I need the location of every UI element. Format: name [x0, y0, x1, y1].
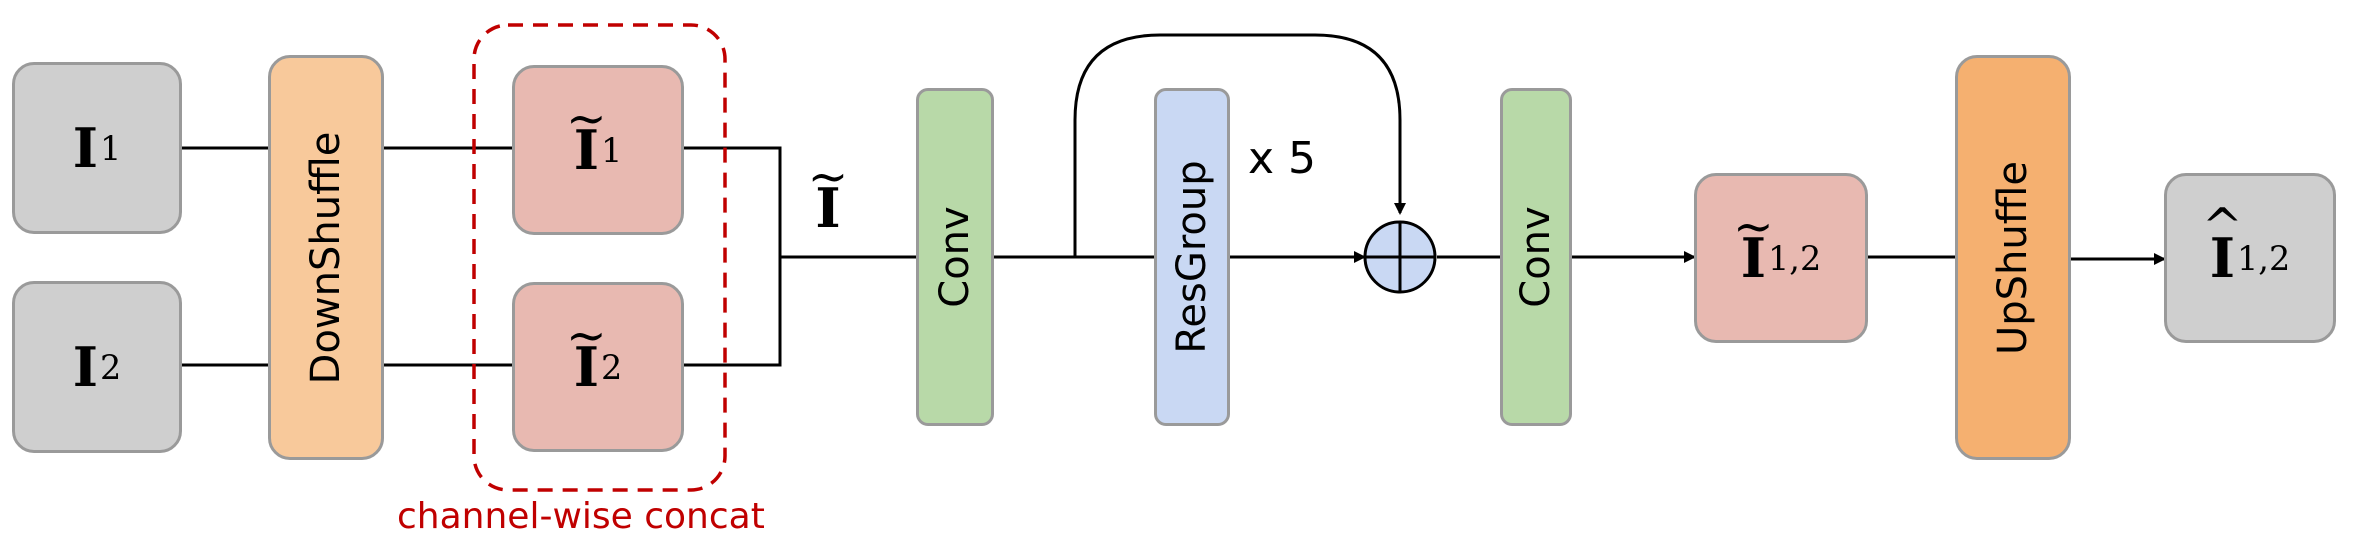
feature-out-node: I~1,2 — [1694, 173, 1868, 343]
merged-symbol: I — [815, 176, 841, 240]
feature-out-subscript: 1,2 — [1768, 238, 1822, 278]
feature-out-accent: ~ — [1733, 199, 1774, 256]
upshuffle-block: UpShuffle — [1955, 55, 2071, 460]
upshuffle-label: UpShuffle — [1990, 160, 2036, 355]
output-subscript: 1,2 — [2237, 238, 2291, 278]
conv2-block: Conv — [1500, 88, 1572, 426]
resgroup-label: ResGroup — [1169, 160, 1215, 354]
merged-accent: ~ — [807, 149, 849, 206]
resgroup-block: ResGroup — [1154, 88, 1230, 426]
i2-tilde-symbol: I — [573, 335, 599, 399]
downshuffle-label: DownShuffle — [303, 131, 349, 384]
input-i2-subscript: 2 — [99, 347, 122, 387]
conv-label: Conv — [932, 206, 978, 308]
input-i2-symbol: I — [72, 335, 98, 399]
downshuffle-block: DownShuffle — [268, 55, 384, 460]
output-symbol: I — [2209, 226, 2236, 290]
concat-group-outline — [472, 23, 727, 492]
output-accent: ^ — [2202, 199, 2243, 256]
i2-tilde-node: I~2 — [512, 282, 684, 452]
edge-concat-join — [684, 146, 782, 367]
concat-label: channel-wise concat — [397, 496, 765, 537]
input-i1-subscript: 1 — [99, 128, 122, 168]
conv-block: Conv — [916, 88, 994, 426]
merged-label: I~ — [798, 149, 858, 248]
i1-tilde-subscript: 1 — [600, 130, 623, 170]
output-node: I^1,2 — [2164, 173, 2336, 343]
repeat-label: x 5 — [1248, 133, 1317, 184]
i2-tilde-subscript: 2 — [600, 347, 623, 387]
i1-tilde-accent: ~ — [565, 91, 607, 148]
add-node — [1363, 220, 1437, 294]
input-i1-symbol: I — [72, 116, 98, 180]
conv2-label: Conv — [1513, 206, 1559, 308]
i1-tilde-symbol: I — [573, 118, 599, 182]
i1-tilde-node: I~1 — [512, 65, 684, 235]
feature-out-symbol: I — [1740, 226, 1767, 290]
i2-tilde-accent: ~ — [565, 308, 607, 365]
edge-skip-connection — [1073, 33, 1406, 257]
